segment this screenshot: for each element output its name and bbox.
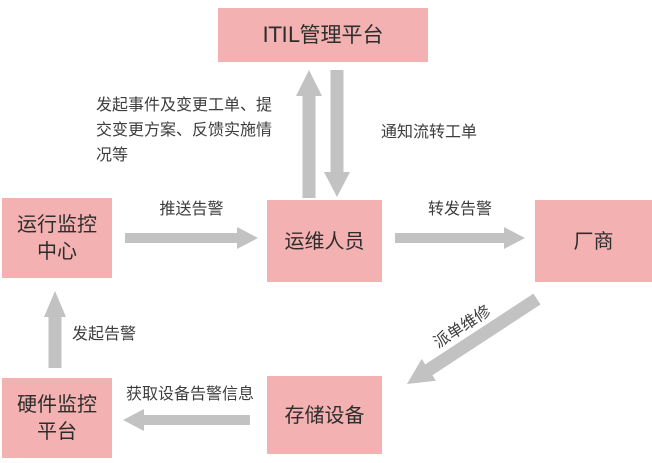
label-forward-alert: 转发告警 [427,199,492,218]
node-operation-monitor-center: 运行监控 中心 [2,198,112,278]
arrow-get-device-info-icon [123,409,250,431]
label-notify-ticket: 通知流转工单 [381,122,478,141]
label-initiate-alert: 发起告警 [72,324,137,343]
node-ops-staff: 运维人员 [267,200,382,282]
node-hardware-monitor-platform: 硬件监控 平台 [2,378,112,458]
label-initiate-ticket: 发起事件及变更工单、提 交变更方案、反馈实施情 况等 [96,95,273,164]
label-get-device-info: 获取设备告警信息 [125,384,254,403]
arrow-up-to-itil-icon [296,70,322,198]
arrow-forward-alert-icon [395,227,525,249]
arrow-initiate-alert-icon [44,291,66,368]
arrow-dispatch-repair-icon [407,293,541,384]
arrow-push-alert-icon [125,227,258,249]
node-vendor: 厂商 [535,200,652,282]
label-push-alert: 推送告警 [159,199,224,218]
node-storage-device: 存储设备 [267,376,382,454]
arrow-down-from-itil-icon [324,70,350,197]
node-itil-platform: ITIL管理平台 [218,8,428,62]
